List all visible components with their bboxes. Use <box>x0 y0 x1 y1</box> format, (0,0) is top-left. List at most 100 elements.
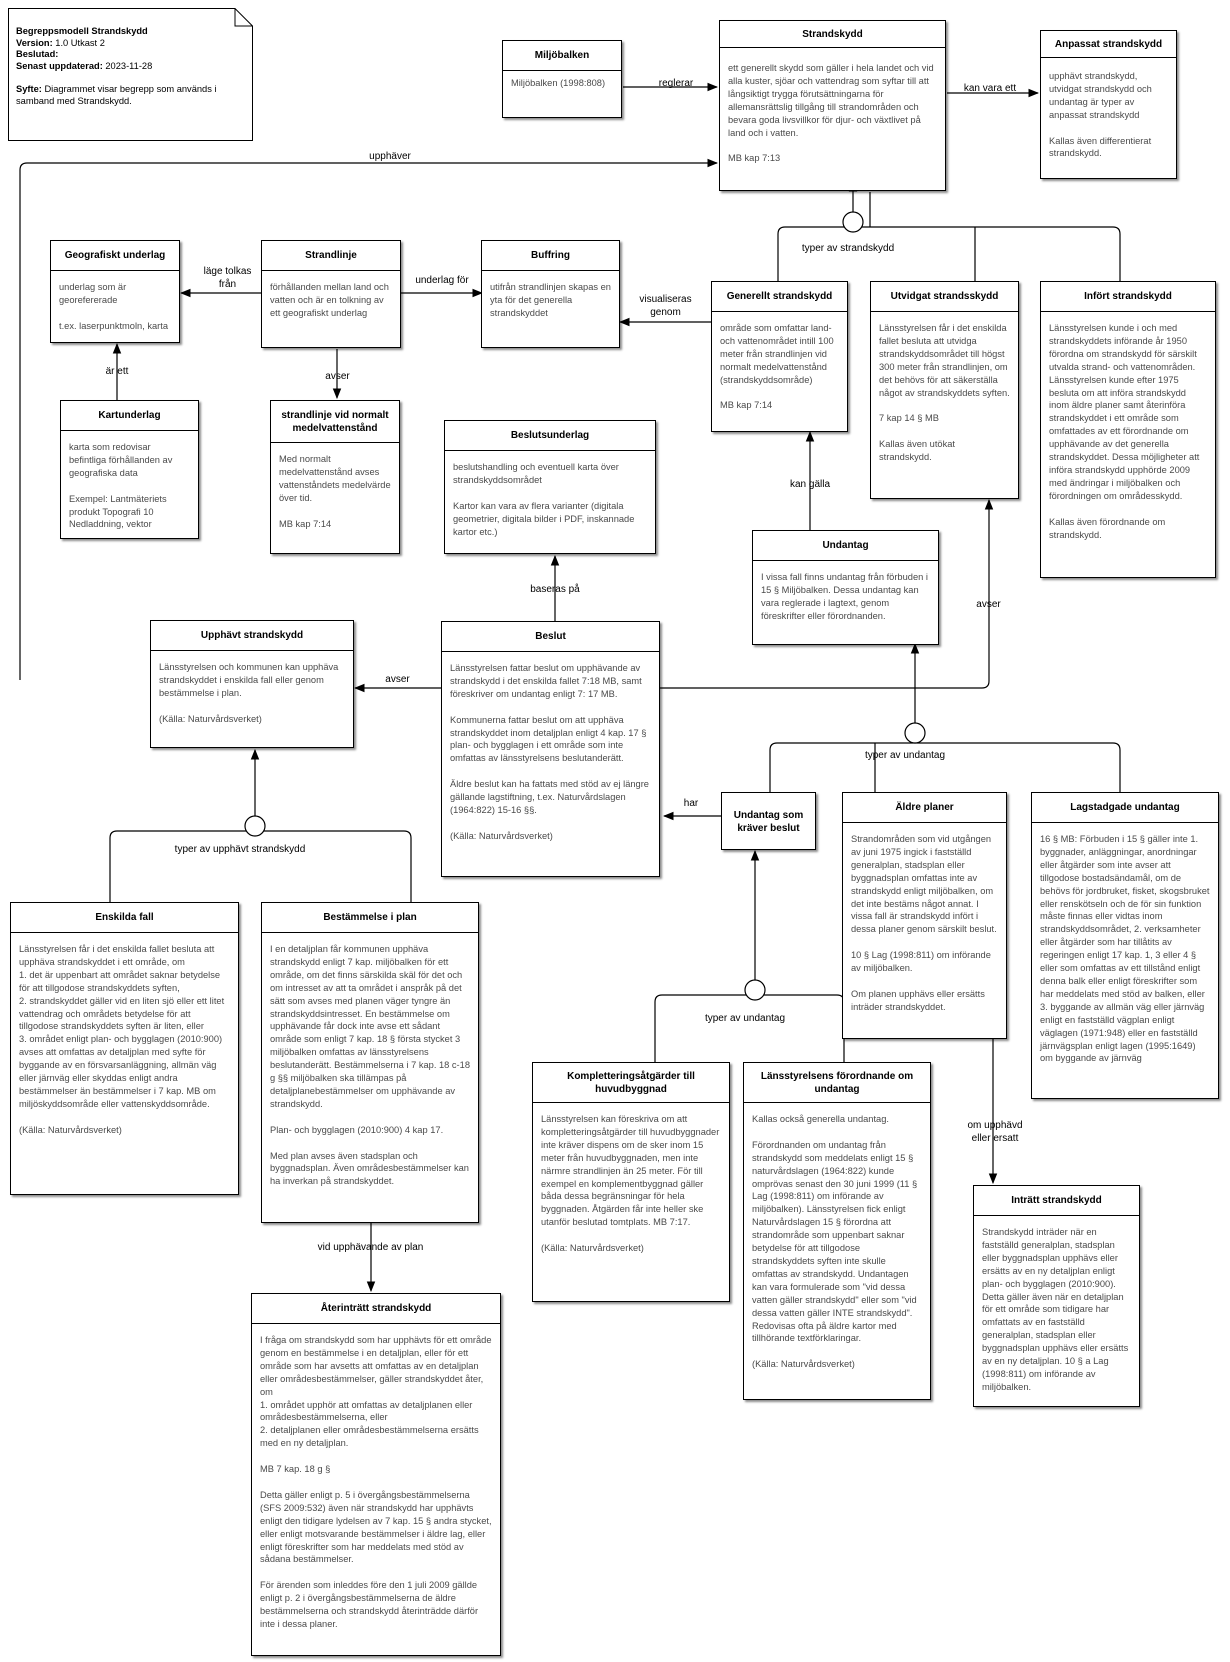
label-typer-av-undantag-2: typer av undantag <box>704 1013 786 1024</box>
box-kompletteringsatgarder: Kompletteringsåtgärder till huvudbyggnad… <box>532 1062 730 1302</box>
box-buffring: Buffring utifrån strandlinjen skapas en … <box>481 240 620 348</box>
box-title: Bestämmelse i plan <box>262 903 478 933</box>
label-vid-upphavande-av-plan: vid upphävande av plan <box>317 1242 424 1253</box>
box-atertratt-strandskydd: Återinträtt strandskydd I fråga om stran… <box>251 1293 501 1656</box>
box-upphavt-strandskydd: Upphävt strandskydd Länsstyrelsen och ko… <box>150 620 354 748</box>
box-strandlinje-medelvattenstand: strandlinje vid normalt medelvattenstånd… <box>270 400 400 554</box>
box-title: Infört strandskydd <box>1041 282 1215 312</box>
box-bestammelse-i-plan: Bestämmelse i plan I en detaljplan får k… <box>261 902 479 1223</box>
box-undantag-som-kraver-beslut: Undantag som kräver beslut <box>721 792 816 850</box>
box-generellt-strandskydd: Generellt strandskydd område som omfatta… <box>711 281 848 432</box>
label-reglerar: reglerar <box>658 78 694 89</box>
box-body: Länsstyrelsen kan föreskriva om att komp… <box>541 1114 720 1254</box>
box-miljobalken: Miljöbalken Miljöbalken (1998:808) <box>502 40 622 118</box>
box-title: Beslut <box>442 622 659 652</box>
box-beslut: Beslut Länsstyrelsen fattar beslut om up… <box>441 621 660 877</box>
box-kartunderlag: Kartunderlag karta som redovisar befintl… <box>60 400 199 539</box>
box-body: ett generellt skydd som gäller i hela la… <box>728 63 934 164</box>
box-title: Strandlinje <box>262 241 400 271</box>
junction-undantag2 <box>744 979 766 1001</box>
box-body: Länsstyrelsen och kommunen kan upphäva s… <box>159 662 339 724</box>
box-enskilda-fall: Enskilda fall Länsstyrelsen får i det en… <box>10 902 239 1195</box>
label-har: har <box>683 798 699 809</box>
box-title: strandlinje vid normalt medelvattenstånd <box>271 401 399 443</box>
box-utvidgat-strandskydd: Utvidgat strandsskydd Länsstyrelsen får … <box>870 281 1019 499</box>
box-body: område som omfattar land- och vattenområ… <box>720 323 834 411</box>
box-body: I en detaljplan får kommunen upphäva str… <box>270 944 470 1187</box>
box-strandlinje: Strandlinje förhållanden mellan land och… <box>261 240 401 348</box>
edge-avser-utvidgat <box>660 498 994 689</box>
box-body: underlag som är georefererade t.ex. lase… <box>59 282 169 331</box>
box-anpassat-strandskydd: Anpassat strandskydd upphävt strandskydd… <box>1040 30 1177 179</box>
junction-undantag <box>904 722 926 744</box>
box-body: 16 § MB: Förbuden i 15 § gäller inte 1. … <box>1040 834 1210 1064</box>
box-lansstyrelsens-forordnande: Länsstyrelsens förordnande om undantag K… <box>743 1062 931 1400</box>
label-kan-vara-ett: kan vara ett <box>963 83 1017 94</box>
box-body: förhållanden mellan land och vatten och … <box>270 282 389 318</box>
edge-typer-av-strandskydd <box>777 192 1121 285</box>
label-lage-tolkas-fran: läge tolkas från <box>203 266 252 290</box>
note-updated-key: Senast uppdaterad: <box>16 60 103 71</box>
box-body: Länsstyrelsen kunde i och med strandskyd… <box>1049 323 1200 540</box>
note-updated: 2023-11-28 <box>105 60 153 71</box>
box-title: Miljöbalken <box>503 41 621 71</box>
box-title: Generellt strandskydd <box>712 282 847 312</box>
box-title: Kartunderlag <box>61 401 198 431</box>
note-version: 1.0 Utkast 2 <box>55 37 105 48</box>
label-underlag-for: underlag för <box>415 275 469 286</box>
box-body: Länsstyrelsen fattar beslut om upphävand… <box>450 663 649 841</box>
box-body: Med normalt medelvattenstånd avses vatte… <box>279 454 391 529</box>
box-body: Strandområden som vid utgången av juni 1… <box>851 834 997 1012</box>
box-title: Undantag <box>753 531 938 561</box>
junction-upphavt <box>244 815 266 837</box>
box-title: Anpassat strandskydd <box>1041 31 1176 58</box>
box-body: karta som redovisar befintliga förhållan… <box>69 442 173 530</box>
label-ar-ett: är ett <box>105 366 129 377</box>
box-title: Beslutsunderlag <box>445 421 655 451</box>
label-avser-strandlinje: avser <box>325 371 350 382</box>
box-title: Inträtt strandskydd <box>974 1186 1139 1216</box>
box-body: I vissa fall finns undantag från förbude… <box>761 572 928 621</box>
box-infort-strandskydd: Infört strandskydd Länsstyrelsen kunde i… <box>1040 281 1216 578</box>
box-title: Enskilda fall <box>11 903 238 933</box>
note-shape <box>8 8 253 141</box>
box-aldre-planer: Äldre planer Strandområden som vid utgån… <box>842 792 1007 1039</box>
box-title: Strandskydd <box>720 21 945 48</box>
box-body: beslutshandling och eventuell karta över… <box>453 462 635 537</box>
label-typer-av-strandskydd: typer av strandskydd <box>801 243 895 254</box>
box-title: Undantag som kräver beslut <box>733 809 804 834</box>
box-intratt-strandskydd: Inträtt strandskydd Strandskydd inträder… <box>973 1185 1140 1407</box>
box-title: Buffring <box>482 241 619 271</box>
box-undantag: Undantag I vissa fall finns undantag frå… <box>752 530 939 645</box>
box-body: Länsstyrelsen får i det enskilda fallet … <box>879 323 1010 463</box>
note-syfte-key: Syfte: <box>16 83 42 94</box>
label-upphaver: upphäver <box>369 151 411 162</box>
box-body: upphävt strandskydd, utvidgat strandskyd… <box>1049 71 1152 159</box>
box-body: utifrån strandlinjen skapas en yta för d… <box>490 282 611 318</box>
box-body: Miljöbalken (1998:808) <box>511 78 606 88</box>
box-title: Lagstadgade undantag <box>1032 793 1218 823</box>
info-note: Begreppsmodell Strandskydd Version: 1.0 … <box>8 8 253 141</box>
box-lagstadgade-undantag: Lagstadgade undantag 16 § MB: Förbuden i… <box>1031 792 1219 1099</box>
note-version-key: Version: <box>16 37 53 48</box>
box-title: Kompletteringsåtgärder till huvudbyggnad <box>533 1063 729 1103</box>
label-typer-av-undantag: typer av undantag <box>864 750 946 761</box>
label-om-upphavd-eller-ersatt: om upphävd eller ersatt <box>967 1120 1023 1144</box>
edge-upphaver <box>19 158 719 680</box>
box-title: Återinträtt strandskydd <box>252 1294 500 1324</box>
label-avser-upphavt: avser <box>385 674 410 685</box>
box-title: Äldre planer <box>843 793 1006 823</box>
box-strandskydd: Strandskydd ett generellt skydd som gäll… <box>719 20 946 191</box>
note-syfte: Diagrammet visar begrepp som används i s… <box>16 83 217 106</box>
label-typer-av-upphavt: typer av upphävt strandskydd <box>174 844 306 855</box>
box-title: Geografiskt underlag <box>51 241 179 271</box>
label-avser-utvidgat: avser <box>976 599 1001 610</box>
note-text: Begreppsmodell Strandskydd Version: 1.0 … <box>16 26 243 107</box>
box-beslutsunderlag: Beslutsunderlag beslutshandling och even… <box>444 420 656 554</box>
label-visualiseras-genom: visualiseras genom <box>639 294 692 318</box>
box-body: Kallas också generella undantag. Förordn… <box>752 1114 918 1370</box>
note-beslutad-key: Beslutad: <box>16 49 59 60</box>
box-geografiskt-underlag: Geografiskt underlag underlag som är geo… <box>50 240 180 343</box>
box-body: I fråga om strandskydd som har upphävts … <box>260 1335 492 1629</box>
